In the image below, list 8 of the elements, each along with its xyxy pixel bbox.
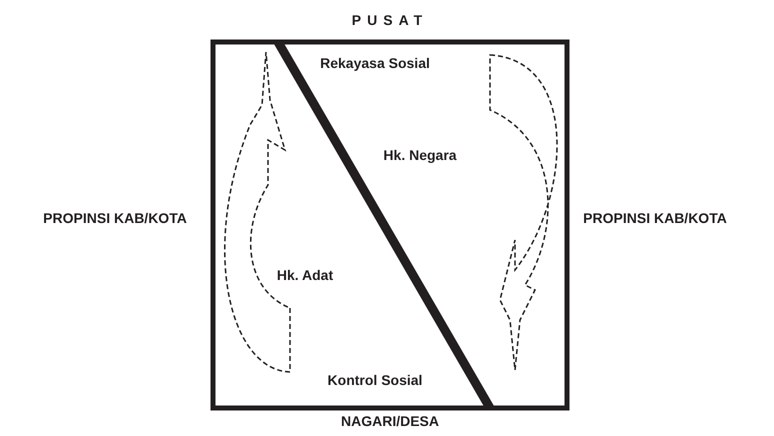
region-label: Hk. Negara — [383, 147, 457, 163]
region-label: Rekayasa Sosial — [320, 55, 430, 71]
region-label: Kontrol Sosial — [328, 372, 422, 388]
region-label: Hk. Adat — [276, 267, 334, 283]
side-label: PROPINSI KAB/KOTA — [583, 210, 727, 226]
footer-label: NAGARI/DESA — [341, 413, 439, 429]
side-label: PROPINSI KAB/KOTA — [43, 210, 187, 226]
heading-label: PUSAT — [352, 12, 428, 28]
